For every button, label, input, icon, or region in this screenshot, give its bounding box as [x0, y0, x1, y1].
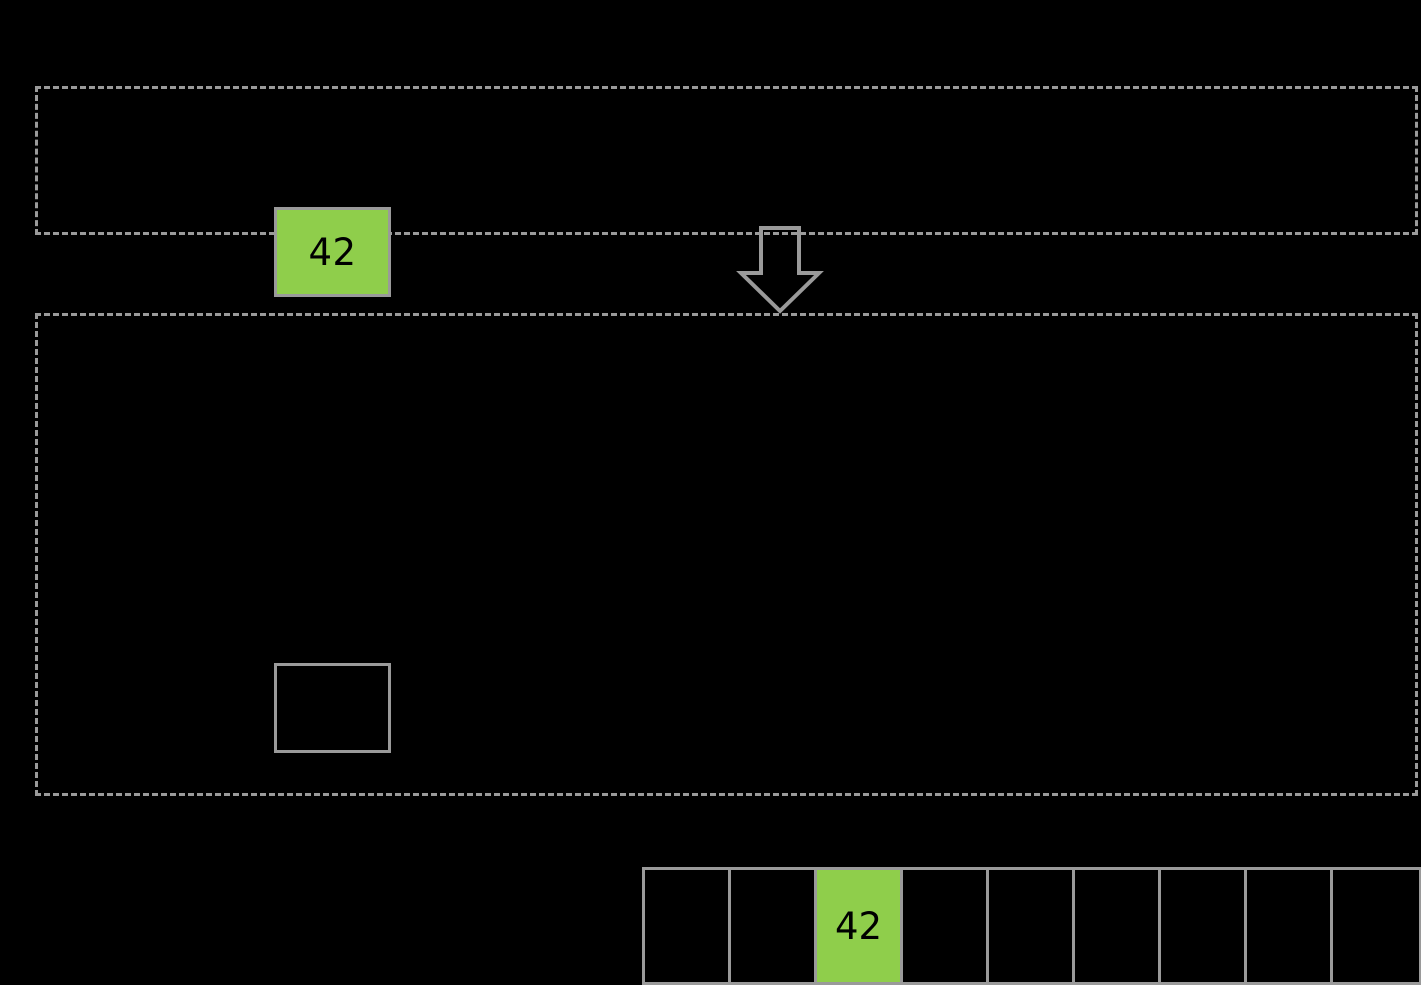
array-cell-8[interactable] [1333, 870, 1419, 982]
array-cell-3[interactable] [903, 870, 989, 982]
array-cell-6[interactable] [1161, 870, 1247, 982]
source-value-box[interactable]: 42 [274, 207, 391, 297]
array-cell-5[interactable] [1075, 870, 1161, 982]
down-block-arrow-icon [735, 226, 825, 314]
array-cell-2[interactable]: 42 [817, 870, 903, 982]
array-cell-1[interactable] [731, 870, 817, 982]
array-cell-0[interactable] [645, 870, 731, 982]
array-container: 42 [642, 867, 1421, 985]
array-cell-4[interactable] [989, 870, 1075, 982]
target-empty-box[interactable] [274, 663, 391, 753]
diagram-canvas: 42 42 [35, 86, 1421, 985]
source-region-panel: 42 [35, 86, 1418, 297]
array-cell-7[interactable] [1247, 870, 1333, 982]
target-region-panel: 42 [35, 313, 1421, 985]
